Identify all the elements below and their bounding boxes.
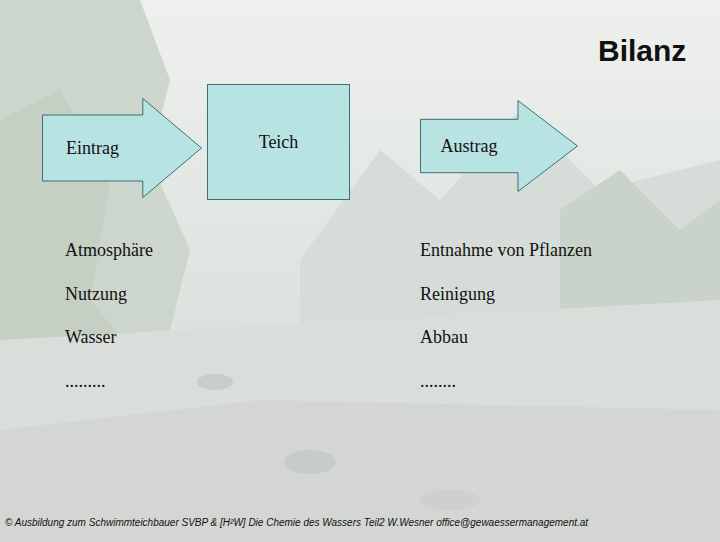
input-arrow: Eintrag xyxy=(42,98,202,198)
output-item: Entnahme von Pflanzen xyxy=(420,240,592,261)
input-item: Nutzung xyxy=(65,284,127,305)
node-label: Eintrag xyxy=(66,138,119,159)
output-item: Abbau xyxy=(420,327,468,348)
input-item: Atmosphäre xyxy=(65,240,153,261)
pond-box: Teich xyxy=(207,84,350,200)
input-ellipsis: ......... xyxy=(65,371,106,392)
output-arrow: Austrag xyxy=(420,100,578,192)
output-ellipsis: ........ xyxy=(420,371,456,392)
input-item: Wasser xyxy=(65,327,117,348)
footer-credit: © Ausbildung zum Schwimmteichbauer SVBP … xyxy=(5,517,588,528)
slide-title: Bilanz xyxy=(598,34,686,68)
node-label: Teich xyxy=(259,132,299,153)
node-label: Austrag xyxy=(440,136,497,157)
output-item: Reinigung xyxy=(420,284,495,305)
